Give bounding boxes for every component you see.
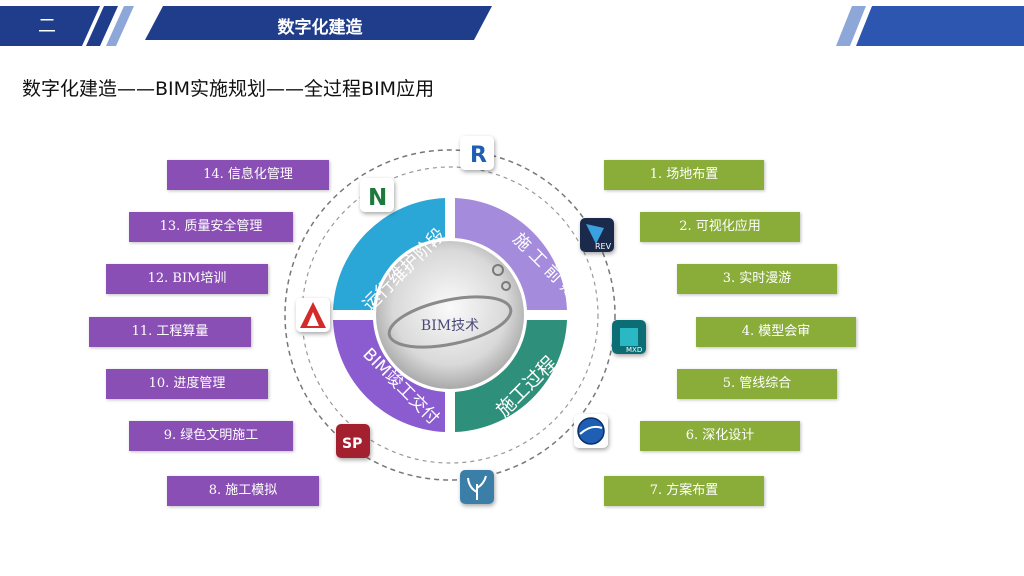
lumion-icon [460,470,494,504]
center-label: BIM技术 [421,318,479,334]
header-decoration [0,6,1024,46]
svg-text:REV: REV [595,242,612,251]
subtitle: 数字化建造——BIM实施规划——全过程BIM应用 [22,78,435,100]
item-bim-training: 12. BIM培训 [106,264,268,294]
segment-delivery [333,320,445,432]
autocad-icon [296,298,330,332]
item-visualization: 2. 可视化应用 [640,212,800,242]
3dsmax-icon: MXD [612,320,646,354]
item-quantity-survey: 11. 工程算量 [89,317,251,347]
item-pipeline-integration: 5. 管线综合 [677,369,837,399]
center-sphere [376,241,524,389]
item-model-review: 4. 模型会审 [696,317,856,347]
svg-text:SP: SP [342,436,362,452]
svg-text:MXD: MXD [626,346,642,354]
svg-text:N: N [368,185,387,211]
section-number: 二 [38,16,56,37]
revit-rev-icon: REV [580,218,614,252]
item-realtime-roaming: 3. 实时漫游 [677,264,837,294]
item-detailed-design: 6. 深化设计 [640,421,800,451]
item-construction-simulation: 8. 施工模拟 [167,476,319,506]
segment-construction [455,320,567,432]
item-green-construction: 9. 绿色文明施工 [129,421,293,451]
outer-dashed-ring [284,149,616,481]
svg-text:R: R [470,143,487,168]
sketchup-sp-icon: SP [336,424,370,458]
item-info-management: 14. 信息化管理 [167,160,329,190]
item-plan-layout: 7. 方案布置 [604,476,764,506]
item-schedule-management: 10. 进度管理 [106,369,268,399]
segment-operation [333,198,445,310]
bim-cycle-diagram: BIM技术 施 工 前 期 施工过程 BIM竣工交付 运行维护阶段 [284,149,616,481]
page-title: 数字化建造 [277,18,363,38]
google-earth-icon [574,414,608,448]
revit-r-icon: R [460,136,494,170]
segment-pre-construction [455,198,567,310]
item-quality-safety: 13. 质量安全管理 [129,212,293,242]
navisworks-n-icon: N [360,178,394,212]
item-site-layout: 1. 场地布置 [604,160,764,190]
